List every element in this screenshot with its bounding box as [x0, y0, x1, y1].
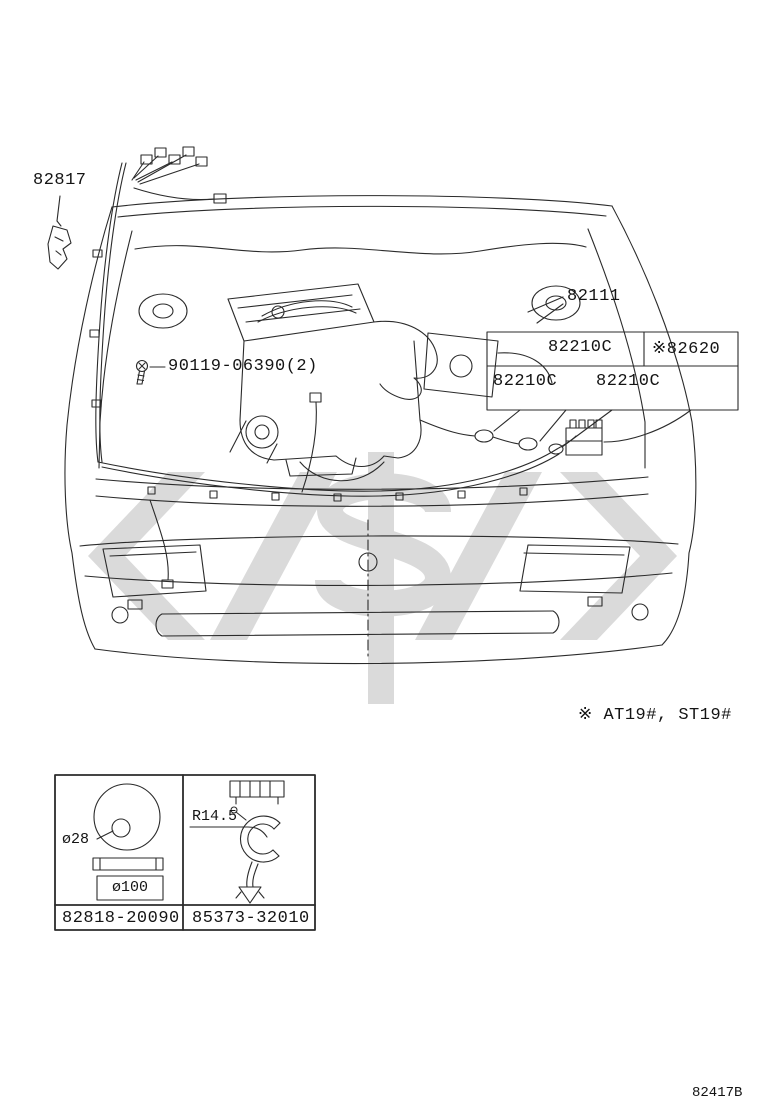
- part-label-82111: 82111: [567, 287, 621, 306]
- watermark: [88, 452, 677, 704]
- leader-lines: [493, 296, 692, 448]
- dim-label-outer-diameter: ø100: [111, 879, 148, 896]
- connector-82817-drawing: [47, 195, 72, 270]
- detail-table-grid: [54, 774, 316, 931]
- bolt-icon: [135, 359, 166, 385]
- dim-label-inner-diameter: ø28: [62, 831, 90, 848]
- relay-box-82620-drawing: [565, 419, 603, 456]
- engine-assembly: [227, 283, 553, 482]
- part-label-82620: ※82620: [652, 340, 721, 359]
- dim-label-radius: R14.5: [192, 808, 238, 825]
- part-number-82818: 82818-20090: [62, 909, 180, 928]
- connector-label-82210c-top: 82210C: [548, 338, 613, 357]
- connector-label-82210c-right: 82210C: [596, 372, 661, 391]
- part-number-85373: 85373-32010: [192, 909, 310, 928]
- label-callout-box: [486, 331, 739, 411]
- applicability-note: ※ AT19#, ST19#: [578, 706, 732, 725]
- radiator-support: [95, 476, 649, 507]
- clamp-drawing: [189, 780, 285, 904]
- grommet-drawing: [92, 783, 164, 901]
- connector-label-82210c-left: 82210C: [493, 372, 558, 391]
- wiring-harness: [89, 146, 577, 589]
- page-code: 82417B: [692, 1085, 743, 1101]
- car-body-outline: [64, 195, 697, 554]
- front-bumper: [71, 519, 690, 665]
- part-label-82817: 82817: [33, 171, 87, 190]
- strut-towers: [138, 285, 581, 329]
- bolt-part-label: 90119-06390(2): [168, 357, 318, 376]
